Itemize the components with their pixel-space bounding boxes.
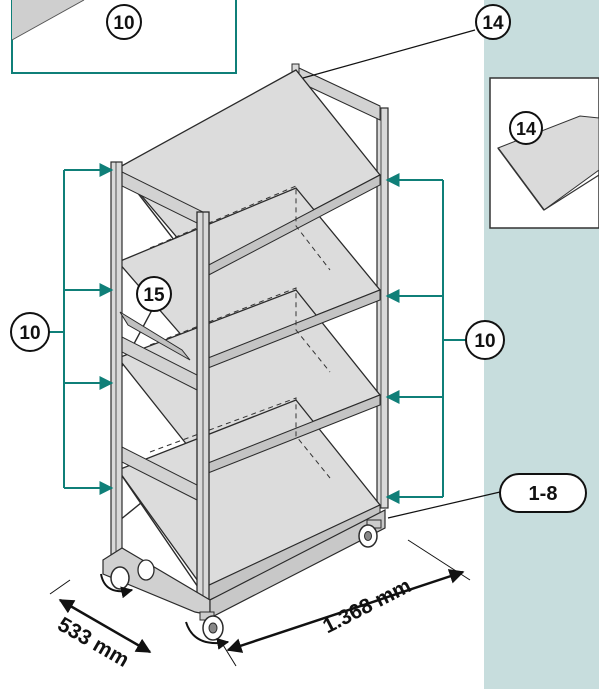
shelf-bottom: [116, 399, 382, 589]
bracket-part: [119, 311, 191, 361]
callout-1-8: 1-8: [499, 473, 587, 513]
back-right-post: [376, 107, 389, 509]
svg-text:15: 15: [143, 285, 165, 306]
svg-text:14: 14: [482, 13, 504, 34]
caster-right: [358, 519, 382, 548]
depth-label: 533 mm: [54, 613, 133, 672]
svg-text:10: 10: [19, 323, 40, 344]
leader-line-14: [302, 29, 476, 79]
dimension-depth: 533 mm: [49, 579, 152, 672]
svg-text:10: 10: [113, 13, 134, 34]
width-label: 1.368 mm: [319, 574, 415, 638]
detail-inset-right: [489, 77, 599, 229]
caster-left: [110, 559, 155, 590]
callout-14-detail: 14: [509, 111, 543, 145]
leader-line-1-8: [387, 491, 501, 519]
caster-front: [199, 611, 224, 641]
callout-10-left: 10: [10, 312, 50, 352]
svg-text:10: 10: [474, 331, 495, 352]
callout-15: 15: [136, 276, 172, 312]
front-left-post: [110, 161, 123, 563]
shelf-unit: [100, 63, 389, 650]
svg-text:14: 14: [516, 119, 536, 139]
left-arrow-group: [49, 163, 114, 495]
callout-14-top: 14: [475, 4, 511, 40]
callout-10-top-left: 10: [106, 4, 142, 40]
svg-text:1-8: 1-8: [529, 483, 558, 505]
right-arrow-group: [385, 173, 466, 504]
callout-10-right: 10: [465, 320, 505, 360]
